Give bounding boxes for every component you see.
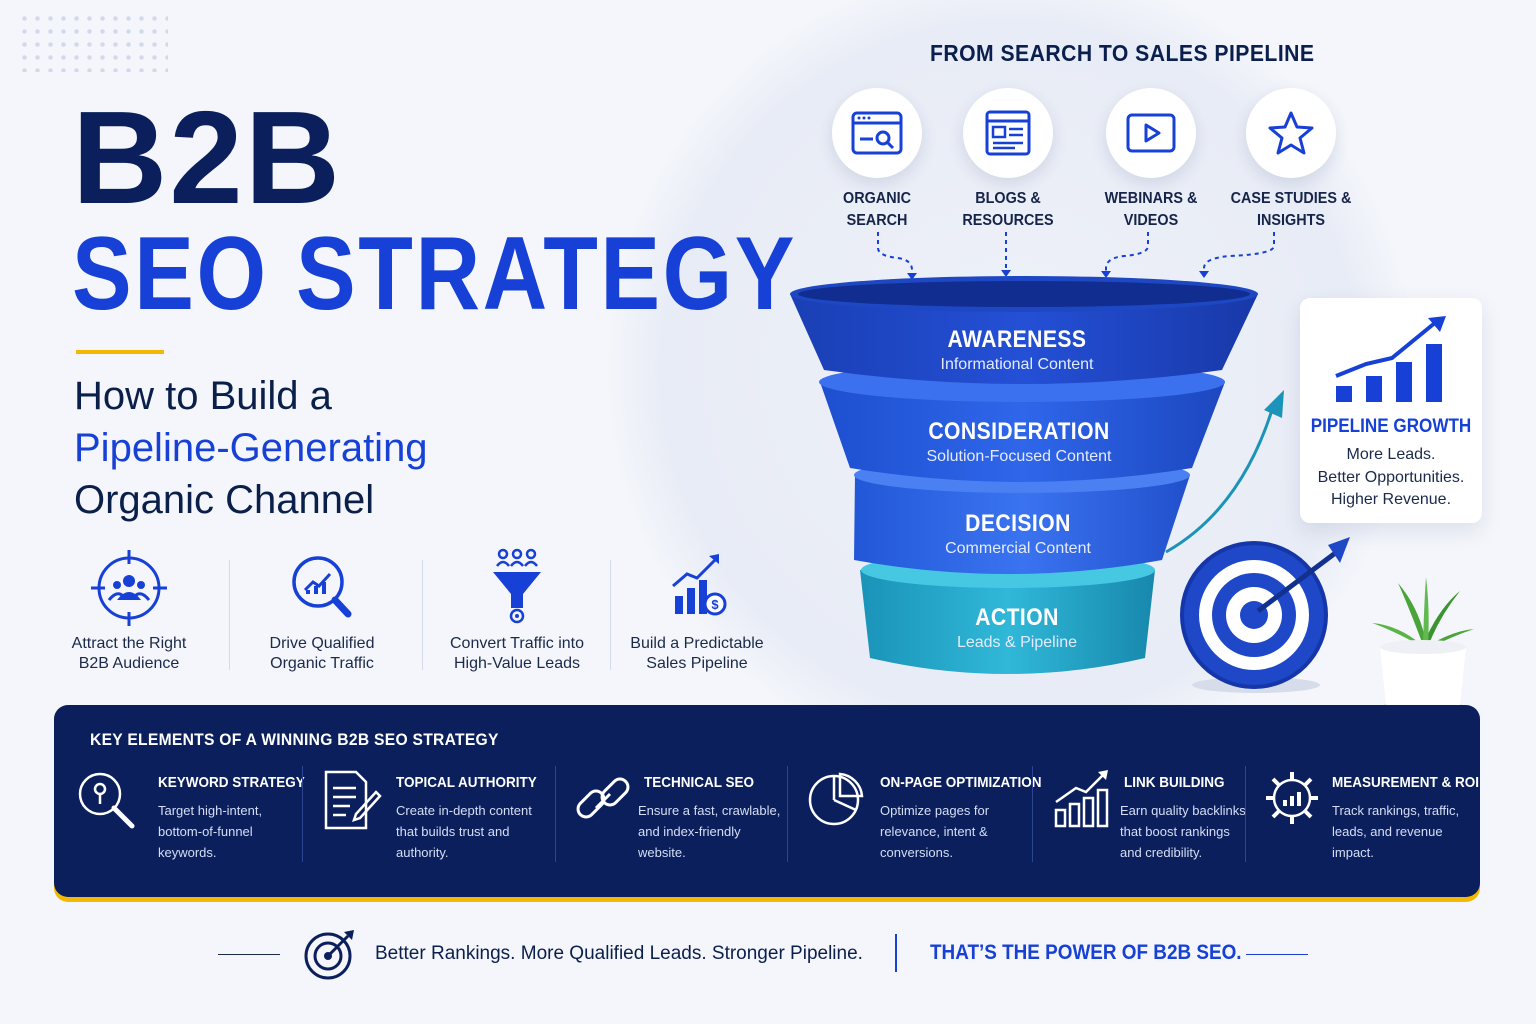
benefit-divider xyxy=(422,560,423,670)
key-element-title: TOPICAL AUTHORITY xyxy=(396,774,537,791)
key-element-divider xyxy=(787,766,788,862)
dot-pattern xyxy=(18,12,168,72)
source-blogs-resources: BLOGS & RESOURCES xyxy=(923,88,1093,232)
search-chart-icon xyxy=(282,548,362,628)
key-element-divider xyxy=(555,766,556,862)
pipeline-growth-card: PIPELINE GROWTH More Leads. Better Oppor… xyxy=(1300,298,1482,523)
growth-arrow-icon xyxy=(1165,390,1284,554)
stage-awareness-text: AWARENESS Informational Content xyxy=(867,326,1167,374)
svg-text:$: $ xyxy=(711,597,719,612)
hero-title-seo-strategy: SEO STRATEGY xyxy=(72,216,798,332)
benefit-text-line1: Attract the Right xyxy=(71,635,187,652)
stage-decision-text: DECISION Commercial Content xyxy=(868,510,1168,558)
benefit-text-line1: Drive Qualified xyxy=(269,635,375,652)
source-label: BLOGS & RESOURCES xyxy=(962,190,1054,229)
link-icon xyxy=(576,777,630,819)
audience-target-icon xyxy=(89,548,169,628)
footer-rule-left xyxy=(218,954,280,955)
benefit-text-line2: Organic Traffic xyxy=(270,655,374,672)
target-arrow-icon xyxy=(304,930,354,980)
benefit-text-line1: Convert Traffic into xyxy=(450,635,584,652)
star-icon xyxy=(1246,88,1336,178)
key-element-divider xyxy=(1245,766,1246,862)
funnel-stage-awareness xyxy=(790,276,1258,384)
benefit-text-line2: High-Value Leads xyxy=(453,655,580,672)
growth-line1: More Leads. xyxy=(1346,446,1436,463)
key-element-desc: Create in-depth content that builds trus… xyxy=(396,803,532,860)
pipeline-title: FROM SEARCH TO SALES PIPELINE xyxy=(930,40,1315,66)
key-element-desc: Optimize pages for relevance, intent & c… xyxy=(880,803,990,860)
benefit-text-line2: B2B Audience xyxy=(78,655,180,672)
key-element-divider xyxy=(302,766,303,862)
key-element-title: KEYWORD STRATEGY xyxy=(158,774,305,791)
growth-line3: Higher Revenue. xyxy=(1330,491,1452,508)
hero-subtitle-line1: How to Build a xyxy=(74,374,332,418)
benefit-drive-traffic: Drive Qualified Organic Traffic xyxy=(227,548,417,674)
browser-search-icon xyxy=(832,88,922,178)
benefit-text-line1: Build a Predictable xyxy=(630,635,764,652)
footer-rule-right xyxy=(1246,954,1308,955)
stage-subtitle: Leads & Pipeline xyxy=(956,634,1078,651)
growth-line2: Better Opportunities. xyxy=(1317,469,1465,486)
stage-action-text: ACTION Leads & Pipeline xyxy=(867,604,1167,652)
key-elements-panel xyxy=(54,705,1480,897)
stage-title: DECISION xyxy=(965,510,1071,537)
hero-title-b2b: B2B xyxy=(72,84,343,231)
benefit-divider xyxy=(610,560,611,670)
benefit-build-pipeline: $ Build a Predictable Sales Pipeline xyxy=(602,548,792,674)
target-icon xyxy=(1180,537,1350,693)
stage-title: CONSIDERATION xyxy=(928,418,1110,445)
document-icon xyxy=(963,88,1053,178)
source-label: WEBINARS & VIDEOS xyxy=(1104,190,1198,229)
source-flow-arrows xyxy=(877,232,1275,280)
source-webinars-videos: WEBINARS & VIDEOS xyxy=(1066,88,1236,232)
benefit-attract-audience: Attract the Right B2B Audience xyxy=(34,548,224,674)
stage-title: AWARENESS xyxy=(947,326,1087,353)
benefit-convert-leads: Convert Traffic into High-Value Leads xyxy=(422,548,612,674)
key-element-title: ON-PAGE OPTIMIZATION xyxy=(880,774,1042,791)
pie-chart-icon xyxy=(808,772,864,826)
growth-dollar-icon: $ xyxy=(657,548,737,628)
growth-title: PIPELINE GROWTH xyxy=(1310,416,1472,437)
key-elements-title: KEY ELEMENTS OF A WINNING B2B SEO STRATE… xyxy=(90,730,499,749)
key-element-title: LINK BUILDING xyxy=(1124,774,1225,791)
funnel-people-icon xyxy=(477,548,557,628)
hero-subtitle-line3: Organic Channel xyxy=(74,478,375,522)
stage-subtitle: Informational Content xyxy=(940,356,1094,373)
key-element-desc: Track rankings, traffic, leads, and reve… xyxy=(1332,803,1460,860)
stage-subtitle: Commercial Content xyxy=(945,540,1091,557)
source-label: CASE STUDIES & INSIGHTS xyxy=(1230,190,1352,229)
sales-funnel xyxy=(790,276,1258,674)
video-play-icon xyxy=(1106,88,1196,178)
key-element-title: TECHNICAL SEO xyxy=(644,774,755,791)
document-pen-icon xyxy=(324,770,382,830)
key-element-divider xyxy=(1032,766,1033,862)
plant-decoration xyxy=(1372,577,1474,713)
keyhole-search-icon xyxy=(78,772,135,829)
footer-slogan: THAT’S THE POWER OF B2B SEO. xyxy=(930,941,1242,964)
source-label: ORGANIC SEARCH xyxy=(842,190,912,229)
bar-growth-icon xyxy=(1054,770,1109,828)
stage-subtitle: Solution-Focused Content xyxy=(926,448,1112,465)
accent-divider xyxy=(76,350,164,354)
stage-title: ACTION xyxy=(975,604,1059,631)
key-element-desc: Ensure a fast, crawlable, and index-frie… xyxy=(638,803,781,860)
key-element-desc: Earn quality backlinks that boost rankin… xyxy=(1120,803,1246,860)
footer-tagline: Better Rankings. More Qualified Leads. S… xyxy=(375,943,863,964)
benefit-divider xyxy=(229,560,230,670)
source-organic-search: ORGANIC SEARCH xyxy=(792,88,962,232)
gear-chart-icon xyxy=(1266,772,1318,824)
benefit-text-line2: Sales Pipeline xyxy=(646,655,748,672)
stage-consideration-text: CONSIDERATION Solution-Focused Content xyxy=(869,418,1169,466)
source-case-studies: CASE STUDIES & INSIGHTS xyxy=(1206,88,1376,232)
growth-bars-icon xyxy=(1335,316,1446,402)
hero-subtitle-line2: Pipeline-Generating xyxy=(74,426,428,470)
footer-divider xyxy=(895,934,897,972)
key-element-title: MEASUREMENT & ROI xyxy=(1332,774,1480,791)
key-element-desc: Target high-intent, bottom-of-funnel key… xyxy=(158,803,263,860)
